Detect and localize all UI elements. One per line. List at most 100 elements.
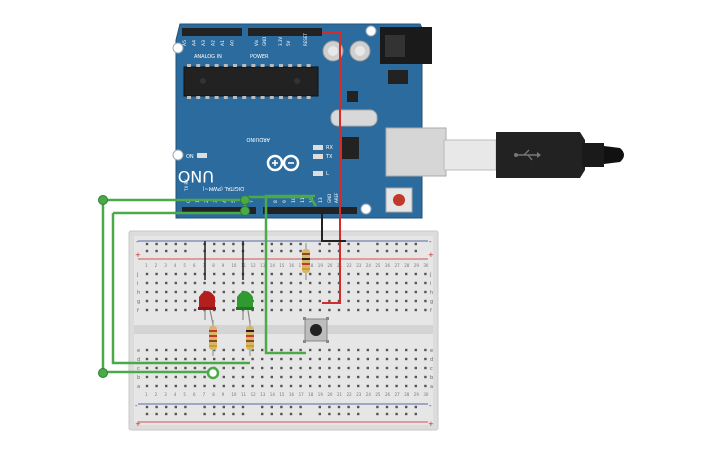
terminal-hole[interactable] (155, 384, 158, 388)
terminal-hole[interactable] (232, 299, 235, 303)
resistor-red-led[interactable] (209, 320, 217, 356)
terminal-hole[interactable] (309, 366, 312, 370)
terminal-hole[interactable] (385, 299, 389, 303)
terminal-hole[interactable] (174, 375, 177, 379)
terminal-hole[interactable] (193, 308, 197, 312)
terminal-hole[interactable] (376, 272, 379, 276)
rail-hole[interactable] (184, 242, 187, 246)
rail-hole[interactable] (232, 412, 235, 416)
rail-hole[interactable] (213, 412, 216, 416)
terminal-hole[interactable] (213, 348, 216, 352)
terminal-hole[interactable] (366, 281, 369, 285)
rail-hole[interactable] (385, 242, 389, 246)
rail-hole[interactable] (357, 242, 360, 246)
rail-hole[interactable] (280, 412, 283, 416)
terminal-hole[interactable] (289, 366, 293, 370)
terminal-hole[interactable] (184, 384, 187, 388)
terminal-hole[interactable] (337, 308, 341, 312)
rail-hole[interactable] (414, 412, 417, 416)
terminal-hole[interactable] (193, 281, 197, 285)
terminal-hole[interactable] (376, 281, 379, 285)
rail-hole[interactable] (414, 405, 417, 409)
terminal-hole[interactable] (165, 272, 168, 276)
terminal-hole[interactable] (289, 348, 293, 352)
rail-hole[interactable] (405, 242, 408, 246)
terminal-hole[interactable] (289, 272, 293, 276)
terminal-hole[interactable] (155, 366, 158, 370)
terminal-hole[interactable] (318, 308, 321, 312)
rail-hole[interactable] (174, 412, 177, 416)
terminal-hole[interactable] (395, 290, 398, 294)
terminal-hole[interactable] (261, 375, 264, 379)
terminal-hole[interactable] (347, 299, 350, 303)
terminal-hole[interactable] (309, 348, 312, 352)
rail-hole[interactable] (318, 405, 321, 409)
terminal-hole[interactable] (184, 366, 187, 370)
terminal-hole[interactable] (414, 384, 417, 388)
rail-hole[interactable] (347, 412, 350, 416)
terminal-hole[interactable] (184, 357, 187, 361)
terminal-hole[interactable] (318, 272, 321, 276)
terminal-hole[interactable] (424, 272, 427, 276)
terminal-hole[interactable] (222, 290, 225, 294)
usb-port[interactable] (385, 127, 447, 177)
rail-hole[interactable] (385, 249, 389, 253)
terminal-hole[interactable] (193, 384, 197, 388)
terminal-hole[interactable] (251, 281, 254, 285)
terminal-hole[interactable] (309, 290, 312, 294)
rail-hole[interactable] (376, 249, 379, 253)
terminal-hole[interactable] (414, 290, 417, 294)
terminal-hole[interactable] (193, 272, 197, 276)
terminal-hole[interactable] (155, 272, 158, 276)
rail-hole[interactable] (213, 405, 216, 409)
terminal-hole[interactable] (405, 281, 408, 285)
rail-hole[interactable] (232, 249, 235, 253)
rail-hole[interactable] (405, 405, 408, 409)
pushbutton[interactable] (303, 317, 329, 343)
rail-hole[interactable] (347, 405, 350, 409)
rail-hole[interactable] (222, 249, 225, 253)
terminal-hole[interactable] (366, 308, 369, 312)
terminal-hole[interactable] (251, 348, 254, 352)
terminal-hole[interactable] (395, 384, 398, 388)
rail-hole[interactable] (165, 405, 168, 409)
terminal-hole[interactable] (395, 348, 398, 352)
rail-hole[interactable] (395, 242, 398, 246)
rail-hole[interactable] (203, 405, 206, 409)
terminal-hole[interactable] (270, 272, 273, 276)
terminal-hole[interactable] (213, 281, 216, 285)
terminal-hole[interactable] (357, 375, 360, 379)
rail-hole[interactable] (405, 249, 408, 253)
terminal-hole[interactable] (328, 281, 331, 285)
terminal-hole[interactable] (270, 299, 273, 303)
terminal-hole[interactable] (376, 375, 379, 379)
terminal-hole[interactable] (424, 299, 427, 303)
rail-hole[interactable] (385, 412, 389, 416)
terminal-hole[interactable] (222, 281, 225, 285)
terminal-hole[interactable] (184, 299, 187, 303)
terminal-hole[interactable] (165, 281, 168, 285)
rail-hole[interactable] (222, 405, 225, 409)
wire-node-3[interactable] (240, 206, 250, 216)
terminal-hole[interactable] (337, 375, 341, 379)
rail-hole[interactable] (184, 412, 187, 416)
terminal-hole[interactable] (174, 357, 177, 361)
terminal-hole[interactable] (261, 384, 264, 388)
terminal-hole[interactable] (270, 375, 273, 379)
terminal-hole[interactable] (395, 308, 398, 312)
resistor-green-led[interactable] (246, 320, 254, 356)
rail-hole[interactable] (145, 405, 149, 409)
rail-hole[interactable] (289, 242, 293, 246)
rail-hole[interactable] (222, 412, 225, 416)
terminal-hole[interactable] (232, 290, 235, 294)
terminal-hole[interactable] (193, 357, 197, 361)
terminal-hole[interactable] (347, 308, 350, 312)
terminal-hole[interactable] (155, 299, 158, 303)
terminal-hole[interactable] (165, 348, 168, 352)
terminal-hole[interactable] (299, 348, 302, 352)
terminal-hole[interactable] (328, 375, 331, 379)
terminal-hole[interactable] (222, 375, 225, 379)
rail-hole[interactable] (395, 412, 398, 416)
terminal-hole[interactable] (424, 357, 427, 361)
